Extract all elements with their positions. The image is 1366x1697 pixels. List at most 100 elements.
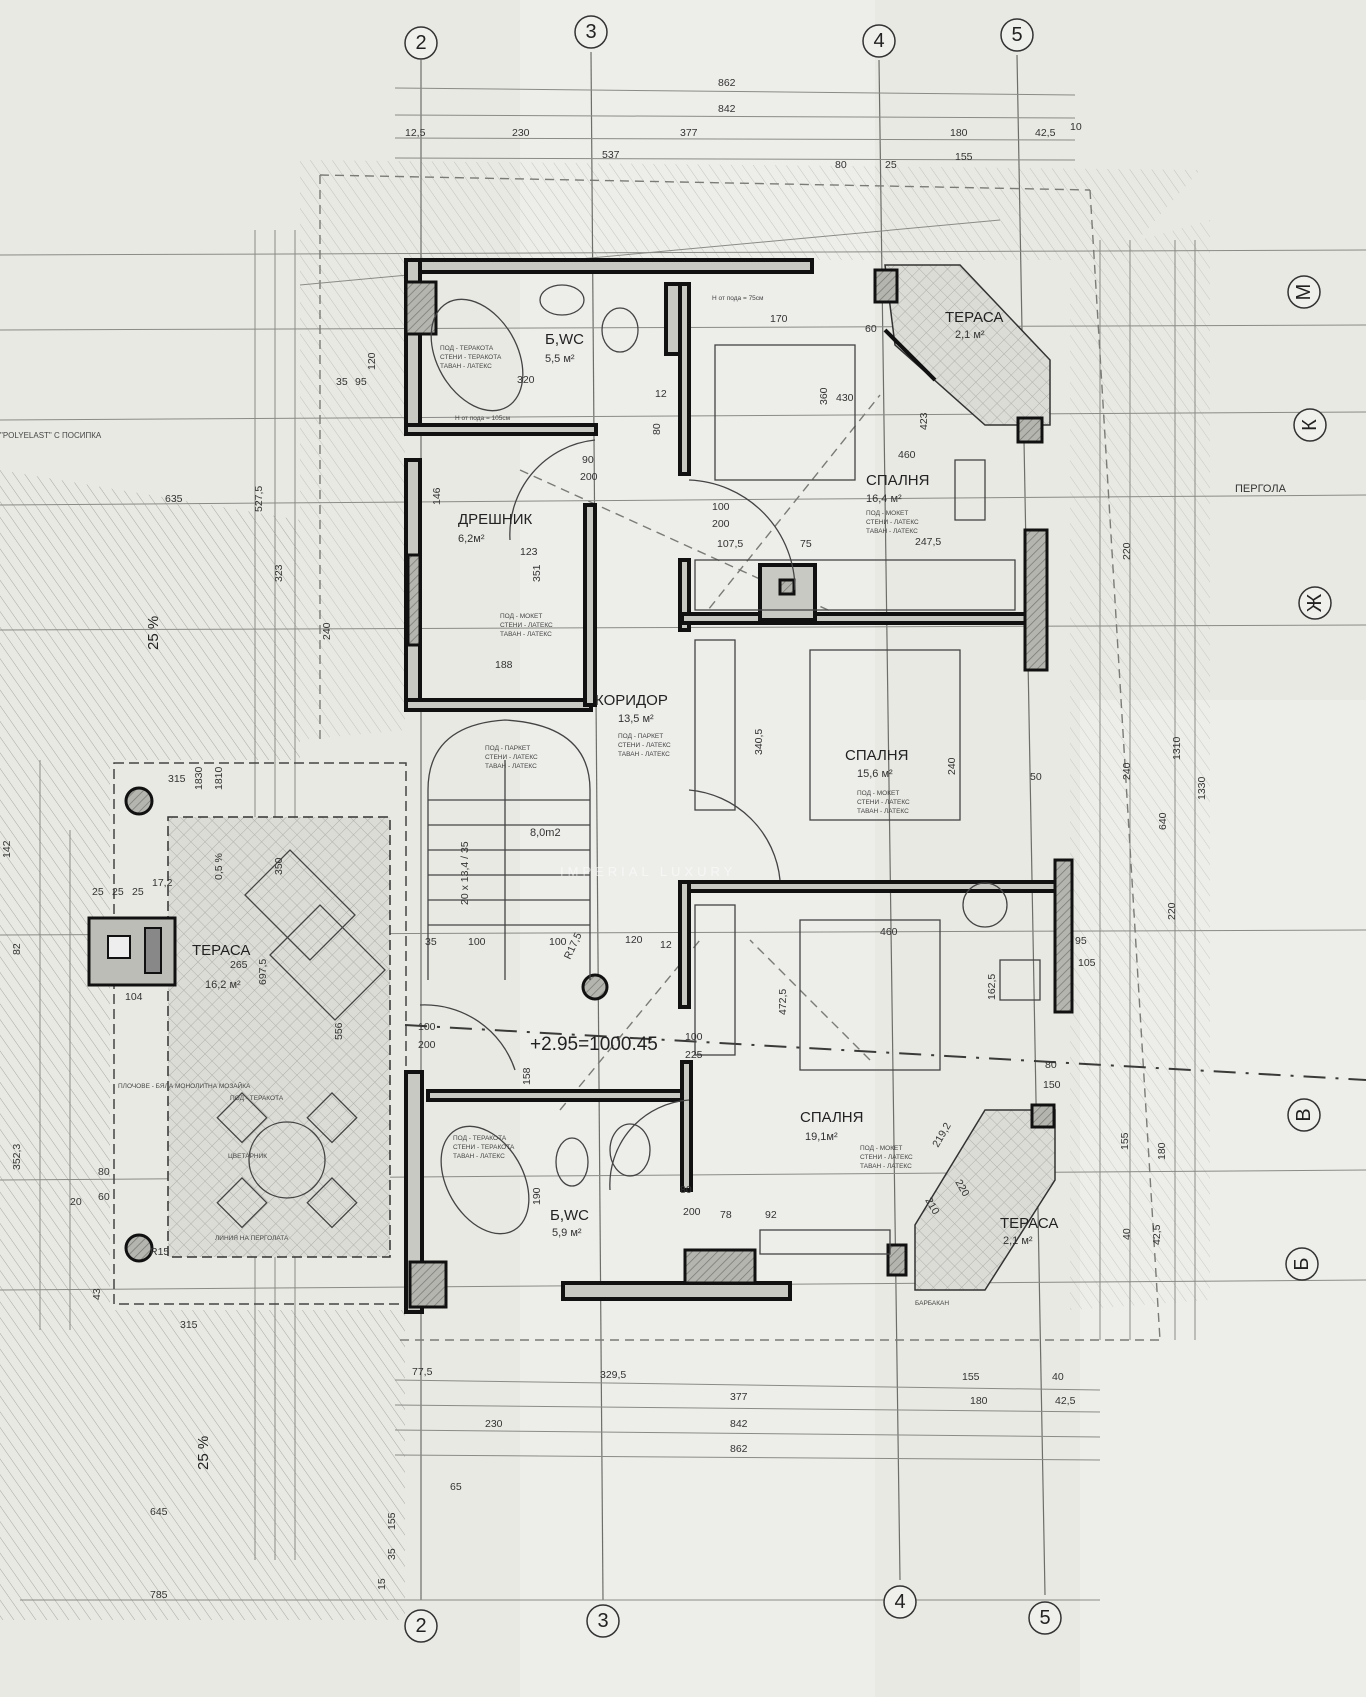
svg-text:ТЕРАСА: ТЕРАСА xyxy=(192,942,250,959)
dimension-label: 20 xyxy=(70,1196,82,1208)
dimension-label: 40 xyxy=(1052,1371,1064,1383)
axis-marker-top: 5 xyxy=(1000,18,1034,52)
dimension-label: 35 xyxy=(386,1548,398,1560)
svg-text:Б,WC: Б,WC xyxy=(545,331,584,348)
bed xyxy=(799,919,941,1071)
toilet xyxy=(555,1137,589,1187)
dimension-label: 537 xyxy=(602,149,620,161)
dimension-label: 75 xyxy=(800,538,812,550)
dimension-label: 265 xyxy=(230,959,248,971)
dimension-label: 785 xyxy=(150,1589,168,1601)
dimension-label: 100 xyxy=(712,501,730,513)
dimension-label: 220 xyxy=(1121,542,1133,560)
svg-text:ПОД - МОКЕТ: ПОД - МОКЕТ xyxy=(857,790,899,797)
column xyxy=(581,973,609,1001)
dimension-label: 155 xyxy=(955,151,973,163)
axis-marker-right: Б xyxy=(1285,1247,1319,1281)
slope-note: 25 % xyxy=(195,1436,212,1470)
roof-note: "POLYELAST" С ПОСИПКА xyxy=(0,431,102,440)
svg-text:5,9 м²: 5,9 м² xyxy=(552,1227,582,1239)
svg-text:Б: Б xyxy=(1291,1257,1313,1270)
svg-text:3: 3 xyxy=(597,1610,608,1632)
dimension-label: 862 xyxy=(718,77,736,89)
svg-text:ТЕРАСА: ТЕРАСА xyxy=(1000,1215,1058,1232)
dimension-label: 645 xyxy=(150,1506,168,1518)
svg-text:ТАВАН - ЛАТЕКС: ТАВАН - ЛАТЕКС xyxy=(860,1163,912,1170)
dimension-label: 188 xyxy=(495,659,513,671)
svg-text:16,4 м²: 16,4 м² xyxy=(866,493,902,505)
svg-text:6,2м²: 6,2м² xyxy=(458,533,485,545)
svg-text:ТАВАН - ЛАТЕКС: ТАВАН - ЛАТЕКС xyxy=(866,528,918,535)
dimension-label: 350 xyxy=(273,857,285,875)
dimension-label: 351 xyxy=(531,564,543,582)
sink xyxy=(609,1123,651,1177)
svg-text:ДРЕШНИК: ДРЕШНИК xyxy=(458,511,533,528)
svg-text:5: 5 xyxy=(1039,1607,1050,1629)
axis-marker-right: В xyxy=(1287,1098,1321,1132)
svg-text:Б,WC: Б,WC xyxy=(550,1207,589,1224)
dimension-label: 329,5 xyxy=(600,1369,626,1381)
dimension-label: 80 xyxy=(680,1184,692,1196)
dimension-label: 60 xyxy=(865,323,877,335)
sink xyxy=(539,284,585,316)
dimension-label: 360 xyxy=(818,387,830,405)
svg-text:20 x 13,4 / 35: 20 x 13,4 / 35 xyxy=(459,841,471,905)
dimension-label: 190 xyxy=(531,1187,543,1205)
dimension-label: 12 xyxy=(660,939,672,951)
dimension-label: 527,5 xyxy=(253,486,265,512)
dimension-label: 460 xyxy=(880,926,898,938)
dimension-label: 80 xyxy=(835,159,847,171)
dimension-label: 240 xyxy=(321,622,333,640)
watermark: IMPERIAL LUXURY xyxy=(560,864,736,879)
dimension-label: 162,5 xyxy=(986,974,998,1000)
toilet xyxy=(601,307,639,353)
dimension-label: 95 xyxy=(1075,935,1087,947)
axis-marker-bottom: 2 xyxy=(404,1609,438,1643)
dimension-label: 697,5 xyxy=(257,959,269,985)
dimension-label: 200 xyxy=(418,1039,436,1051)
svg-text:СТЕНИ - ЛАТЕКС: СТЕНИ - ЛАТЕКС xyxy=(860,1154,913,1161)
dimension-label: 842 xyxy=(718,103,736,115)
walls xyxy=(404,258,1074,1314)
dimension-label: 25 xyxy=(132,886,144,898)
svg-text:2: 2 xyxy=(415,32,426,54)
svg-text:2,1 м²: 2,1 м² xyxy=(955,329,985,341)
svg-text:13,5 м²: 13,5 м² xyxy=(618,713,654,725)
dimension-label: 60 xyxy=(98,1191,110,1203)
staircase xyxy=(427,719,591,980)
dimension-label: 107,5 xyxy=(717,538,743,550)
dimension-label: 377 xyxy=(730,1391,748,1403)
axis-marker-right: К xyxy=(1293,408,1327,442)
dimension-label: 35 xyxy=(425,936,437,948)
dimension-label: 42,5 xyxy=(1035,127,1056,139)
dimension-label: 460 xyxy=(898,449,916,461)
dimension-label: 104 xyxy=(125,991,143,1003)
svg-text:ПОД - ПАРКЕТ: ПОД - ПАРКЕТ xyxy=(618,733,663,740)
dimension-label: 340,5 xyxy=(753,729,765,755)
dimension-label: 100 xyxy=(685,1031,703,1043)
dimension-label: 556 xyxy=(333,1022,345,1040)
svg-text:СТЕНИ - ЛАТЕКС: СТЕНИ - ЛАТЕКС xyxy=(857,799,910,806)
svg-text:К: К xyxy=(1299,419,1321,431)
svg-text:ТАВАН - ЛАТЕКС: ТАВАН - ЛАТЕКС xyxy=(857,808,909,815)
dimension-label: 423 xyxy=(918,412,930,430)
dimension-label: 315 xyxy=(180,1319,198,1331)
dimension-label: 180 xyxy=(970,1395,988,1407)
dimension-label: 80 xyxy=(98,1166,110,1178)
wardrobe xyxy=(694,639,736,811)
dimension-label: 200 xyxy=(683,1206,701,1218)
dimension-label: 1830 xyxy=(193,766,205,790)
dimension-label: 170 xyxy=(770,313,788,325)
svg-text:Ж: Ж xyxy=(1304,593,1326,612)
svg-text:ТАВАН - ЛАТЕКС: ТАВАН - ЛАТЕКС xyxy=(453,1153,505,1160)
svg-text:СТЕНИ - ЛАТЕКС: СТЕНИ - ЛАТЕКС xyxy=(500,622,553,629)
svg-text:ПОД - МОКЕТ: ПОД - МОКЕТ xyxy=(500,613,542,620)
dimension-label: 10 xyxy=(1070,121,1082,133)
pergola-line-note: ЛИНИЯ НА ПЕРГОЛАТА xyxy=(215,1235,289,1242)
dining-set xyxy=(216,1092,358,1229)
